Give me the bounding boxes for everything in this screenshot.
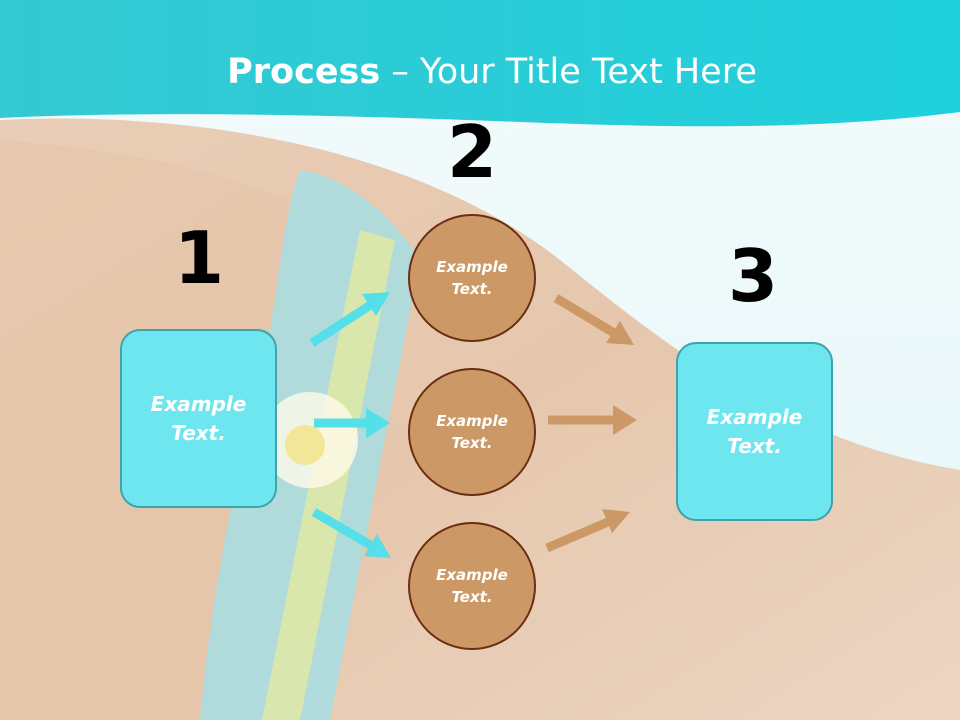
arrow-1-to-2b xyxy=(314,408,390,438)
step-1-text: Example Text. xyxy=(150,391,247,445)
arrow-2b-to-3 xyxy=(548,405,637,435)
step-number-2: 2 xyxy=(446,110,498,194)
step-2-circle-middle: Example Text. xyxy=(408,368,536,496)
arrow-2c-to-3 xyxy=(545,509,630,553)
step-number-3: 3 xyxy=(727,234,779,318)
step-2-circle-bottom-text: Example Text. xyxy=(436,565,508,607)
step-3-box: Example Text. xyxy=(676,342,833,521)
arrow-1-to-2c xyxy=(311,508,391,558)
arrow-1-to-2a xyxy=(309,292,390,347)
step-1-box: Example Text. xyxy=(120,329,277,508)
step-2-circle-bottom: Example Text. xyxy=(408,522,536,650)
slide-title: Process – Your Title Text Here xyxy=(0,52,960,92)
step-2-circle-top: Example Text. xyxy=(408,214,536,342)
step-number-1: 1 xyxy=(173,216,225,300)
step-3-text: Example Text. xyxy=(706,404,803,458)
step-2-circle-top-text: Example Text. xyxy=(436,257,508,299)
title-bold: Process xyxy=(227,52,381,92)
title-rest: – Your Title Text Here xyxy=(380,52,757,92)
step-2-circle-middle-text: Example Text. xyxy=(436,411,508,453)
arrow-2a-to-3 xyxy=(553,294,634,345)
